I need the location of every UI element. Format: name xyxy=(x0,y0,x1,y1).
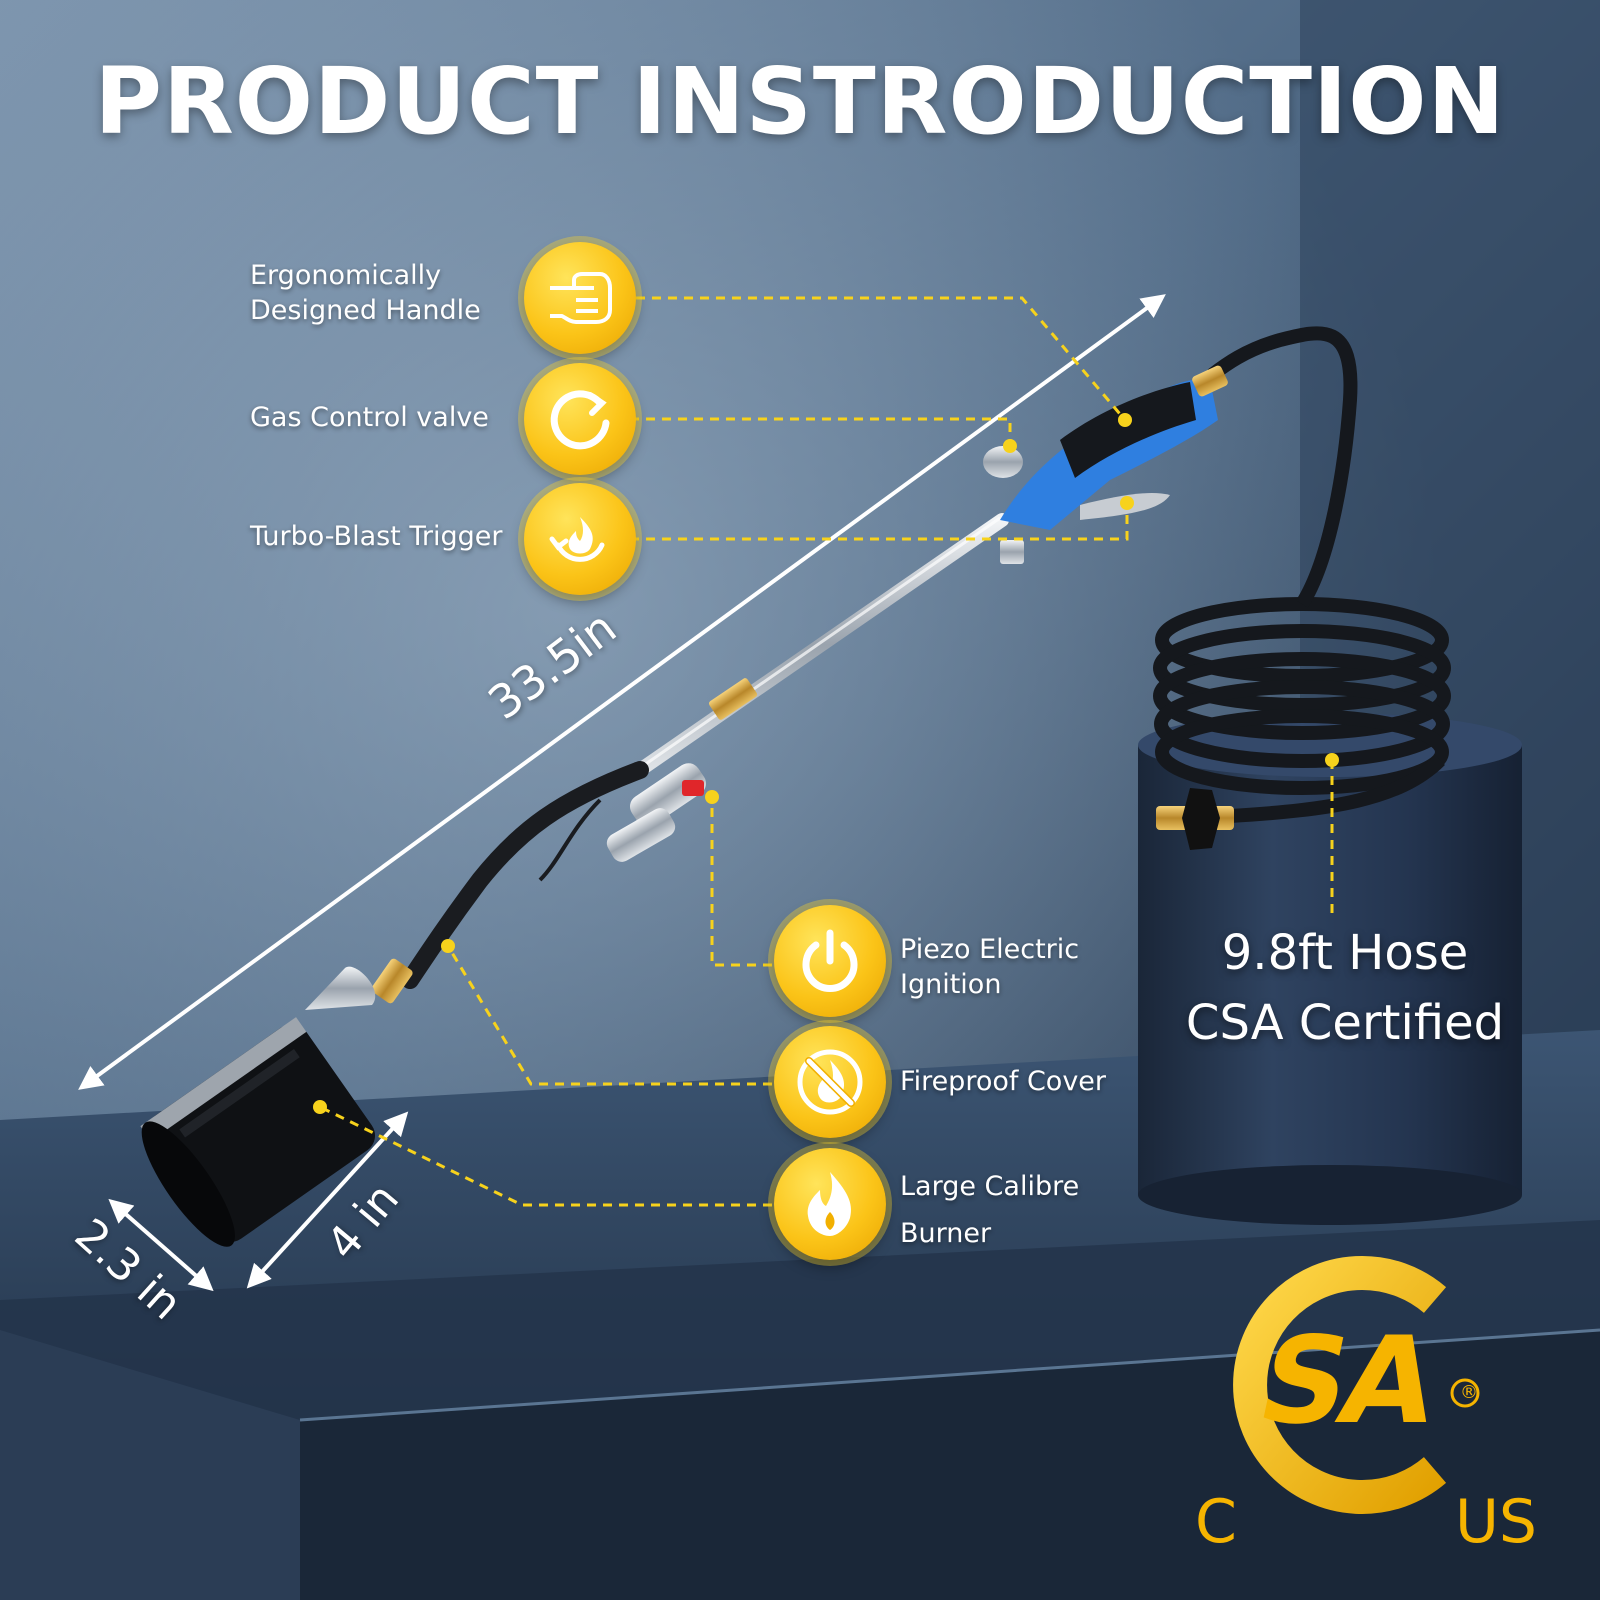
fist-icon xyxy=(524,242,636,354)
length-dimension-arrow xyxy=(78,294,1166,1090)
feature-label-handle: Ergonomically Designed Handle xyxy=(250,260,481,326)
feature-label-trigger: Turbo-Blast Trigger xyxy=(250,521,503,552)
hose-connector-fitting xyxy=(1156,788,1234,850)
callout-leaders xyxy=(319,296,1334,1207)
page-title: PRODUCT INSTRODUCTION xyxy=(94,48,1506,155)
csa-us-letters: US xyxy=(1455,1487,1538,1557)
callout-dots xyxy=(313,413,1339,1114)
flame-cycle-icon xyxy=(524,483,636,595)
csa-certification-logo xyxy=(1233,1256,1480,1514)
hose-riser xyxy=(1207,326,1358,608)
registered-mark: ® xyxy=(1460,1382,1478,1403)
feature-label-piezo: Piezo Electric Ignition xyxy=(900,934,1080,1000)
csa-certified-label: CSA Certified xyxy=(1185,995,1505,1051)
feature-label-burner: Large Calibre Burner xyxy=(900,1171,1080,1249)
csa-canada-letter: C xyxy=(1195,1487,1237,1557)
no-fire-icon xyxy=(774,1026,886,1138)
flame-icon xyxy=(774,1148,886,1260)
hose-tail xyxy=(1229,754,1445,823)
nozzle-length-arrow xyxy=(246,1111,409,1289)
nozzle-diameter-arrow xyxy=(108,1198,214,1292)
hose-length-label: 9.8ft Hose xyxy=(1221,925,1469,981)
feature-label-fireproof: Fireproof Cover xyxy=(900,1066,1107,1097)
feature-label-gas-control: Gas Control valve xyxy=(250,402,489,433)
rotate-arrow-icon xyxy=(524,363,636,475)
gas-control-knob xyxy=(983,446,1023,478)
power-icon xyxy=(774,905,886,1017)
csa-mark-letters: SA xyxy=(1247,1312,1445,1451)
